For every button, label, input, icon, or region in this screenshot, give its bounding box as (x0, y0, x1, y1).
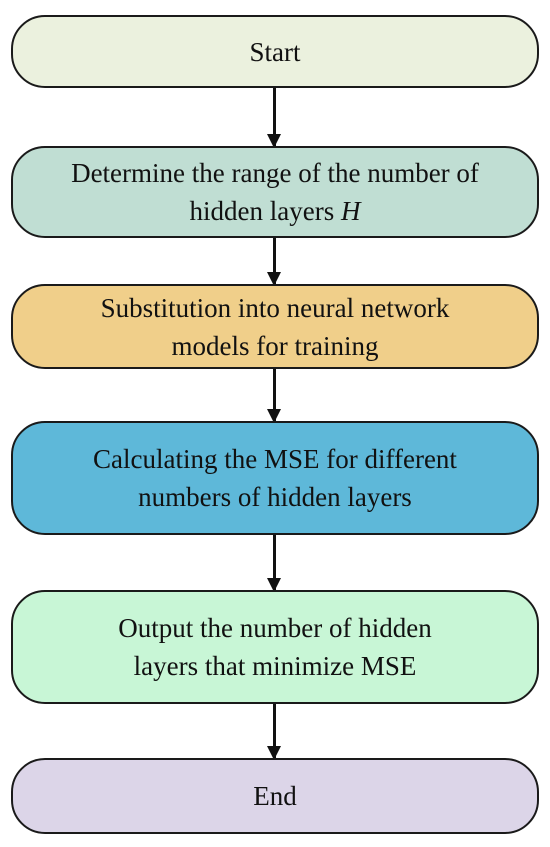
calculating-mse-line2: numbers of hidden layers (138, 482, 412, 512)
start-node: Start (11, 15, 539, 88)
start-node-label: Start (249, 36, 301, 67)
calculating-mse-line1: Calculating the MSE for different (93, 444, 457, 474)
arrow-start-to-determine (267, 88, 281, 148)
determine-range-line1: Determine the range of the number of (71, 158, 479, 188)
output-line1: Output the number of hidden (118, 613, 432, 643)
end-node-label: End (253, 781, 297, 811)
substitution-line2: models for training (171, 330, 379, 361)
output-line2: layers that minimize MSE (133, 651, 417, 681)
variable-h: H (340, 196, 361, 226)
determine-range-line2: hidden layers H (71, 192, 479, 230)
calculating-mse-node: Calculating the MSE for different number… (11, 421, 539, 535)
determine-range-node: Determine the range of the number of hid… (11, 146, 539, 238)
end-node: End (11, 758, 539, 834)
arrow-output-to-end (267, 704, 281, 760)
substitution-line1: Substitution into neural network (100, 292, 450, 323)
substitution-node: Substitution into neural network models … (11, 284, 539, 369)
arrow-calculating-to-output (267, 535, 281, 592)
output-node: Output the number of hidden layers that … (11, 590, 539, 704)
determine-range-line2-text: hidden layers (189, 196, 341, 226)
arrow-substitution-to-calculating (267, 369, 281, 423)
arrow-determine-to-substitution (267, 238, 281, 286)
